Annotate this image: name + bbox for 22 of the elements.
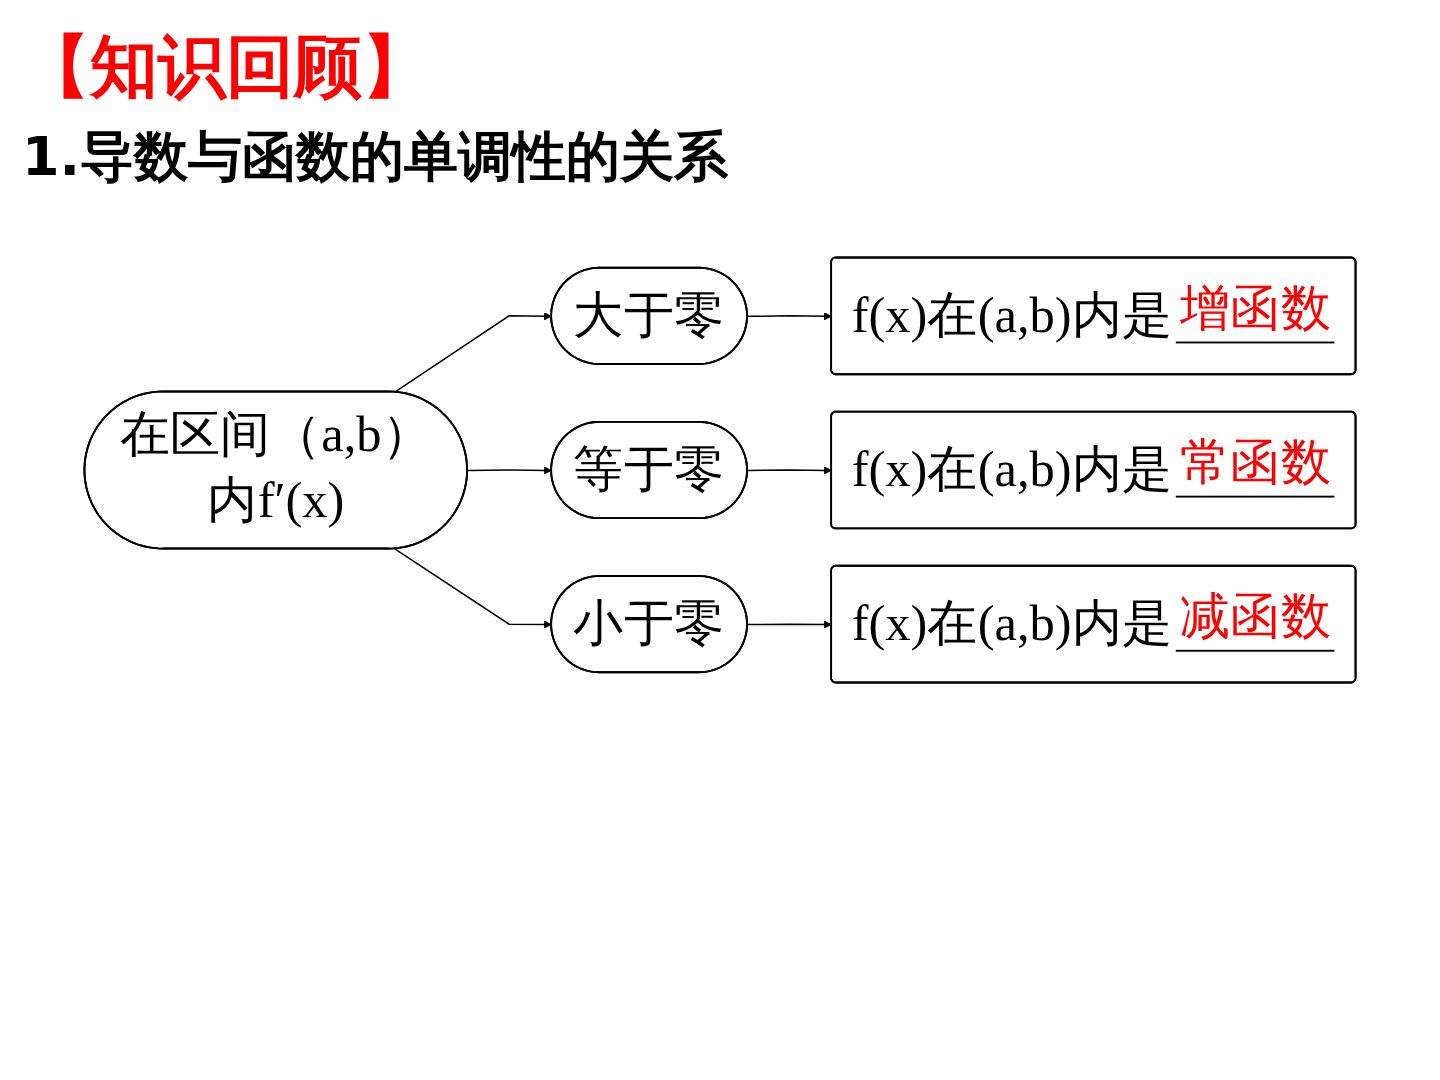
oval-node — [83, 390, 468, 550]
node-text: 等于零 — [573, 441, 725, 498]
oval-node — [550, 420, 748, 520]
subheading: 1.导数与函数的单调性的关系 — [22, 126, 729, 187]
rounded-box — [830, 410, 1357, 530]
node-text: 大于零 — [573, 287, 725, 344]
node-text: f(x)在(a,b)内是 — [851, 287, 1173, 344]
oval-node — [550, 266, 748, 365]
arrow — [394, 548, 552, 629]
heading: 【知识回顾】 — [22, 30, 430, 105]
answer-text: 减函数 — [1176, 586, 1335, 652]
node-text: f(x)在(a,b)内是 — [851, 595, 1173, 652]
answer-text: 常函数 — [1176, 432, 1335, 498]
oval-node — [550, 575, 748, 674]
arrow — [394, 312, 552, 393]
node-text: f(x)在(a,b)内是 — [851, 441, 1173, 498]
node-text: 小于零 — [573, 595, 725, 652]
node-text: 在区间（a,b）内f′(x) — [118, 405, 433, 530]
rounded-box — [830, 564, 1357, 684]
rounded-box — [830, 256, 1357, 376]
answer-text: 增函数 — [1176, 278, 1335, 344]
arrow — [746, 466, 832, 475]
